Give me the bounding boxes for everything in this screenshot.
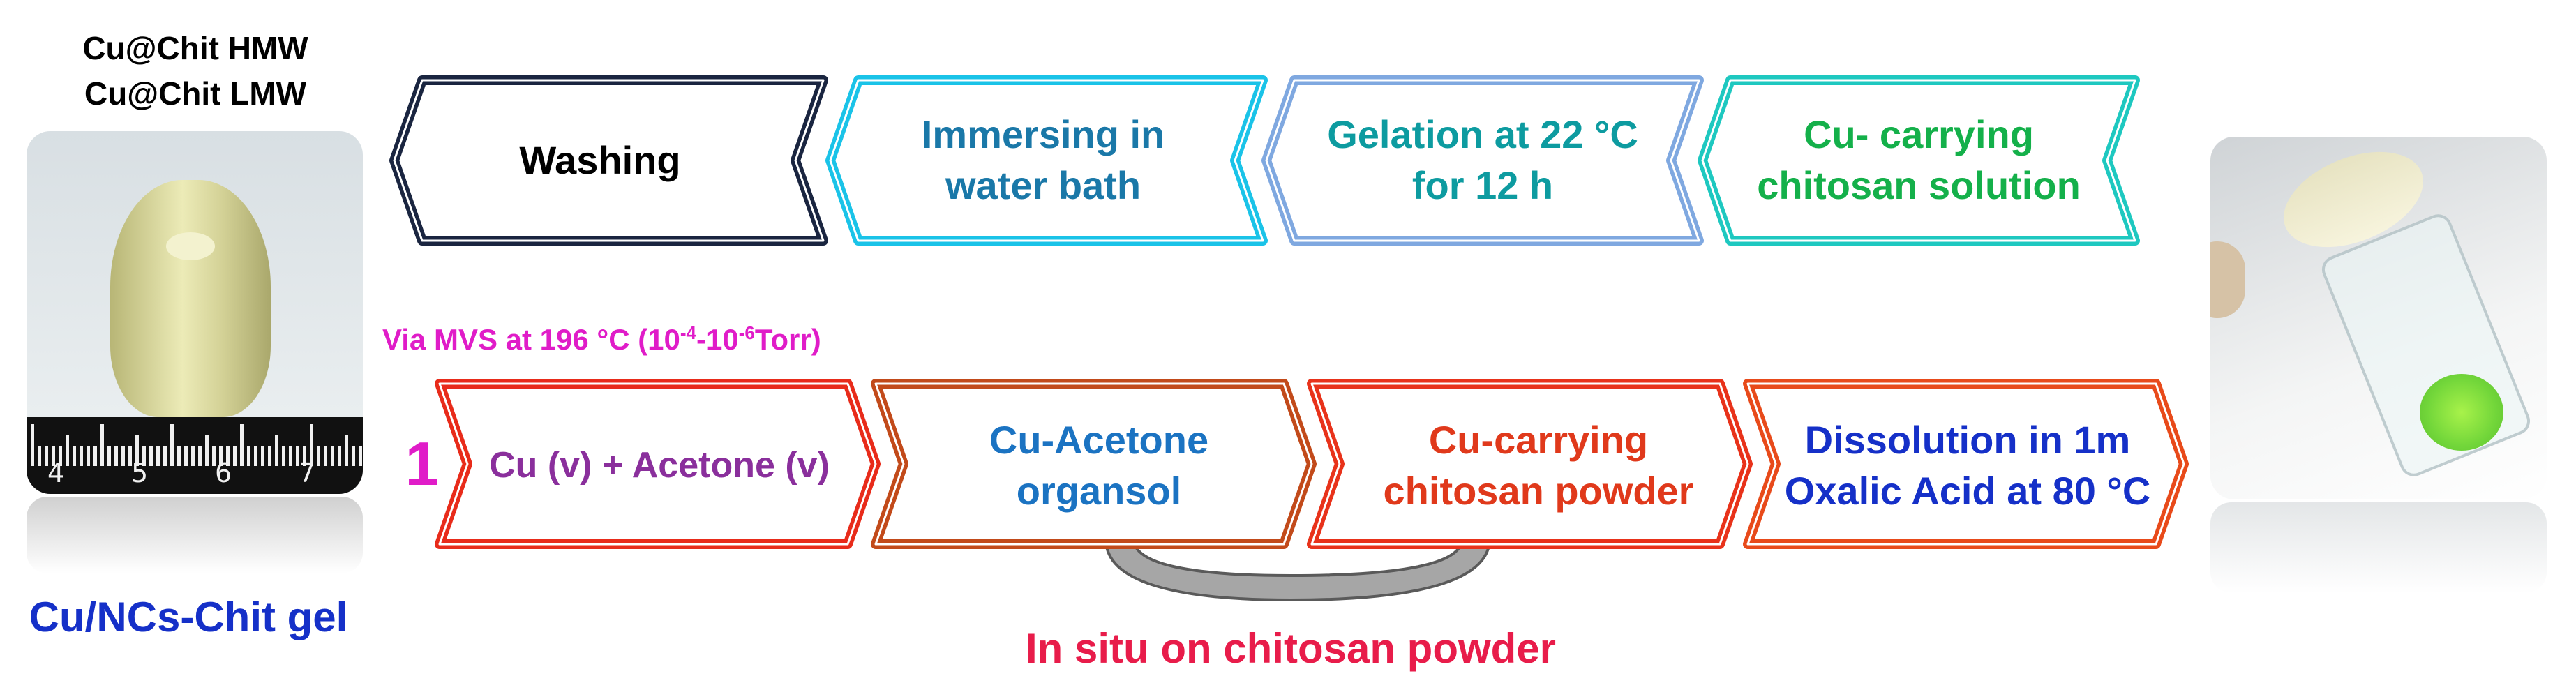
ruler-tick (163, 446, 167, 466)
ruler-tick (156, 446, 160, 466)
ruler-tick (324, 446, 327, 466)
ruler-tick (87, 446, 90, 466)
ruler-tick (240, 424, 244, 466)
mvs-suffix: Torr) (754, 323, 821, 356)
gel-photo-reflection (27, 497, 363, 573)
ruler-number: 4 (47, 458, 65, 488)
bottom-step-box-dissolution-inner-line (1746, 382, 2185, 546)
ruler-number: 7 (299, 458, 316, 488)
ruler-tick (338, 446, 341, 466)
ruler-tick (317, 446, 320, 466)
gel-top-highlight (166, 232, 215, 260)
ruler-tick (233, 446, 237, 466)
ruler-tick (121, 446, 125, 466)
ruler-tick (38, 446, 41, 466)
ruler-tick (107, 446, 111, 466)
top-step-box-washing-inner-line (393, 79, 825, 242)
step-cu-chitosan-powder: Cu-carrying chitosan powder (1383, 417, 1694, 513)
vial-glass-icon (2317, 210, 2535, 481)
ruler-tick (198, 446, 202, 466)
mvs-mid: -10 (696, 323, 739, 356)
bottom-step-box-powder-inner-line (1310, 382, 1749, 546)
ruler-tick (128, 446, 132, 466)
mvs-exp1: -4 (680, 322, 697, 343)
ruler-tick (31, 424, 34, 466)
ruler-tick (184, 446, 188, 466)
mvs-exp2: -6 (738, 322, 755, 343)
finger-icon (2210, 241, 2245, 318)
top-step-box-solution-inner-line (1701, 79, 2136, 242)
ruler-tick (212, 446, 216, 466)
bottom-step-box-vapor-inner-line (438, 382, 877, 546)
ruler-tick (226, 446, 230, 466)
green-gel-icon (2420, 374, 2503, 451)
ruler: 4 5 6 7 (27, 417, 363, 494)
mvs-prefix: Via MVS at 196 °C (10 (382, 323, 680, 356)
ruler-tick (114, 446, 118, 466)
ruler-tick (177, 446, 181, 466)
vial-photo (2210, 137, 2547, 499)
ruler-tick (310, 424, 313, 466)
ruler-number: 5 (131, 458, 149, 488)
ruler-tick (254, 446, 257, 466)
gel-photo: 4 5 6 7 (27, 131, 363, 494)
ruler-tick (149, 446, 153, 466)
ruler-tick (282, 446, 285, 466)
ruler-tick (135, 435, 139, 466)
ruler-tick (296, 446, 299, 466)
ruler-tick (303, 446, 306, 466)
step-cu-chitosan-solution: Cu- carrying chitosan solution (1757, 112, 2081, 207)
sample-label-hmw: Cu@Chit HMW (82, 30, 308, 67)
ruler-tick (268, 446, 271, 466)
step-washing: Washing (519, 137, 681, 182)
ruler-tick (100, 424, 104, 466)
ruler-tick (142, 446, 146, 466)
ruler-tick (52, 446, 55, 466)
mvs-conditions-note: Via MVS at 196 °C (10-4-10-6Torr) (382, 322, 821, 371)
step-immersing-water-bath: Immersing in water bath (921, 112, 1165, 207)
ruler-tick (93, 446, 97, 466)
route-number: 1 (405, 428, 440, 498)
ruler-tick (219, 446, 223, 466)
ruler-number: 6 (215, 458, 232, 488)
step-gelation: Gelation at 22 °C for 12 h (1327, 112, 1638, 207)
step-cu-acetone-organsol: Cu-Acetone organsol (989, 417, 1209, 513)
ruler-tick (45, 446, 48, 466)
product-label: Cu/NCs-Chit gel (29, 594, 348, 640)
ruler-tick (205, 435, 209, 466)
bottom-step-box-organsol-inner-line (874, 382, 1313, 546)
in-situ-note: In situ on chitosan powder (1025, 625, 1557, 672)
vial-photo-reflection (2210, 502, 2547, 593)
ruler-tick (73, 446, 76, 466)
sample-label-lmw: Cu@Chit LMW (84, 75, 307, 112)
gel-cylinder-icon (110, 180, 271, 417)
in-situ-bracket (1104, 539, 1492, 602)
ruler-tick (275, 435, 278, 466)
step-dissolution-oxalic-acid: Dissolution in 1m Oxalic Acid at 80 °C (1784, 417, 2151, 513)
ruler-tick (191, 446, 195, 466)
ruler-tick (80, 446, 83, 466)
ruler-tick (352, 446, 355, 466)
ruler-tick (359, 446, 362, 466)
top-step-box-gelation-inner-line (1265, 79, 1700, 242)
top-step-box-immersing-inner-line (829, 79, 1264, 242)
ruler-tick (261, 446, 264, 466)
ruler-tick (331, 446, 334, 466)
ruler-tick (289, 446, 292, 466)
ruler-tick (59, 446, 62, 466)
ruler-tick (170, 424, 174, 466)
step-cu-acetone-vapor: Cu (v) + Acetone (v) (489, 444, 830, 486)
ruler-tick (345, 435, 348, 466)
ruler-tick (66, 435, 69, 466)
ruler-tick (247, 446, 250, 466)
